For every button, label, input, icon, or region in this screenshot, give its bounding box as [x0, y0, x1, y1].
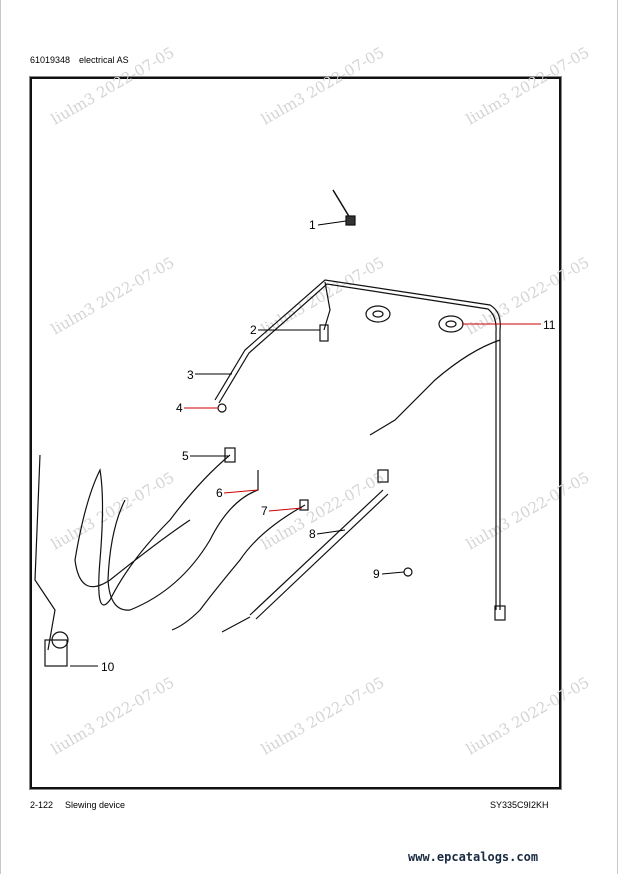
part-3-harness: [214, 279, 501, 610]
parts-drawing: [34, 189, 506, 667]
callouts: 1 2 3 4 5 6 7 8 9 10 11: [70, 218, 556, 674]
part-10-arm: [34, 454, 56, 651]
watermark: liulm3 2022-07-05: [463, 468, 592, 553]
part-5-cable: [74, 454, 231, 606]
part-11-grommet: [438, 315, 464, 333]
watermark: liulm3 2022-07-05: [258, 468, 387, 553]
connector-bottom: [494, 605, 506, 621]
callout-leader-8: [316, 529, 346, 535]
callout-leader-6: [223, 489, 259, 494]
part-4-clip: [217, 403, 227, 413]
callout-1: 1: [309, 218, 316, 232]
grommet-left: [365, 305, 391, 323]
section-title: Slewing device: [65, 800, 126, 810]
watermark: liulm3 2022-07-05: [48, 43, 177, 128]
page-edge-right: [617, 0, 618, 874]
watermark: liulm3 2022-07-05: [463, 673, 592, 758]
callout-9: 9: [373, 567, 380, 581]
part-3-branch: [369, 339, 501, 436]
watermark: liulm3 2022-07-05: [463, 43, 592, 128]
diagram-frame: [30, 77, 561, 789]
part-2-bracket: [319, 324, 329, 342]
watermark: liulm3 2022-07-05: [48, 673, 177, 758]
part-3-harness-b: [218, 283, 497, 610]
assembly-title: electrical AS: [79, 55, 129, 65]
page-footer-left: 2-122 Slewing device: [30, 800, 125, 810]
callout-leader-9: [381, 571, 405, 575]
callout-5: 5: [182, 449, 189, 463]
part-1-antenna: [332, 189, 351, 219]
callout-2: 2: [250, 323, 257, 337]
watermark: liulm3 2022-07-05: [258, 253, 387, 338]
watermark: liulm3 2022-07-05: [258, 43, 387, 128]
watermark: liulm3 2022-07-05: [258, 673, 387, 758]
part-10-motor: [44, 639, 68, 667]
page-header: 61019348 electrical AS: [30, 55, 138, 65]
callout-11: 11: [543, 318, 556, 332]
part-7-harness: [171, 504, 306, 631]
model-code: SY335C9I2KH: [490, 800, 549, 810]
page-edge-left: [0, 0, 1, 874]
part-9-fitting: [403, 567, 413, 577]
callout-leader-7: [268, 507, 303, 512]
site-link[interactable]: www.epcatalogs.com: [408, 850, 539, 864]
callout-10: 10: [101, 660, 115, 674]
callout-8: 8: [309, 527, 316, 541]
watermark: liulm3 2022-07-05: [463, 253, 592, 338]
callout-4: 4: [176, 401, 183, 415]
callout-7: 7: [261, 504, 268, 518]
part-6-cable: [107, 470, 259, 611]
page-number: 2-122: [30, 800, 54, 810]
part-8-harness: [249, 489, 389, 620]
callout-3: 3: [187, 368, 194, 382]
watermarks: liulm3 2022-07-05 liulm3 2022-07-05 liulm3…: [48, 43, 592, 758]
part-1-base: [345, 215, 356, 226]
part-number: 61019348: [30, 55, 71, 65]
callout-6: 6: [216, 486, 223, 500]
watermark: liulm3 2022-07-05: [48, 253, 177, 338]
callout-leader-1: [317, 220, 347, 226]
